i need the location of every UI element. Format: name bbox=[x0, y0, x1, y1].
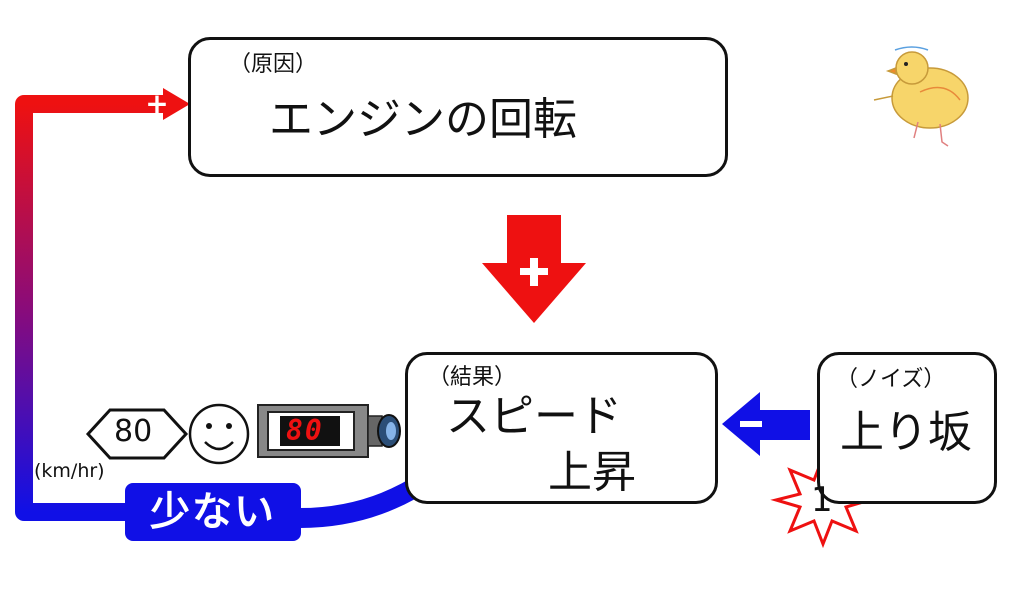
smiley-face-icon bbox=[188, 403, 250, 465]
feedback-label: 少ない bbox=[125, 483, 301, 541]
speed-sign-number: 80 bbox=[114, 414, 153, 449]
noise-tag: （ノイズ） bbox=[836, 367, 946, 392]
speed-meter-icon bbox=[257, 404, 401, 458]
noise-to-result-arrow bbox=[722, 392, 810, 456]
cause-text: エンジンの回転 bbox=[269, 94, 577, 145]
speed-display-number: 80 bbox=[286, 414, 324, 447]
result-box: （結果） スピード 上昇 bbox=[405, 352, 718, 504]
speed-sign-icon bbox=[85, 408, 189, 460]
feedback-arrowhead bbox=[163, 88, 190, 120]
noise-text: 上り坂 bbox=[840, 407, 972, 458]
result-text-line2: 上昇 bbox=[548, 447, 636, 498]
noise-box: （ノイズ） 上り坂 bbox=[817, 352, 997, 504]
result-text-line1: スピード bbox=[446, 391, 622, 442]
feedback-loop-line-left bbox=[15, 95, 165, 521]
cause-to-result-arrow bbox=[482, 215, 586, 323]
cause-tag: （原因） bbox=[229, 52, 318, 77]
noise-badge-number: 1 bbox=[811, 480, 833, 520]
result-tag: （結果） bbox=[428, 365, 517, 390]
feedback-plus-sign: + bbox=[145, 87, 168, 120]
unit-label: (km/hr) bbox=[34, 460, 105, 482]
cause-box: （原因） エンジンの回転 bbox=[188, 37, 728, 177]
chick-illustration bbox=[873, 46, 969, 147]
